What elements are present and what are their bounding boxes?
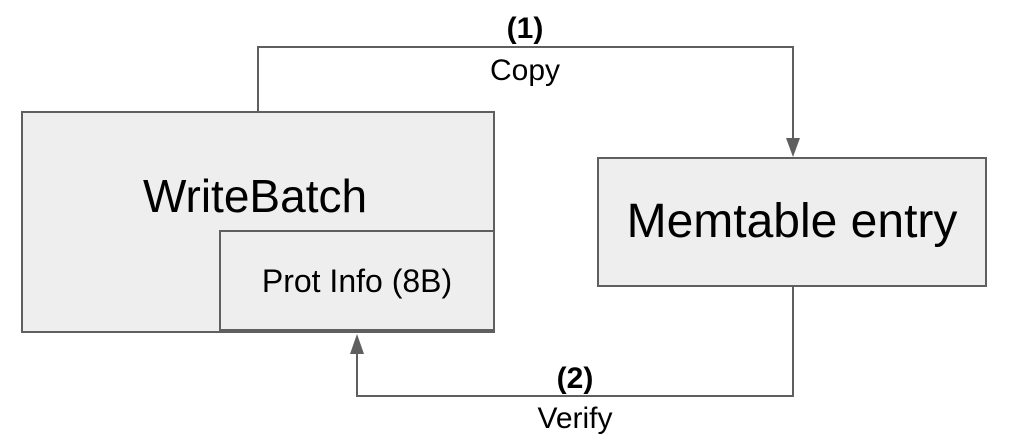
copy-step-number: (1) — [506, 12, 544, 45]
writebatch-label: WriteBatch — [142, 170, 368, 222]
verify-step-number: (2) — [556, 362, 594, 395]
copy-arrow-line — [257, 46, 794, 146]
prot-info-box: Prot Info (8B) — [219, 230, 495, 331]
memtable-entry-box: Memtable entry — [597, 157, 987, 287]
copy-arrowhead — [786, 138, 800, 157]
copy-step-label: Copy — [489, 54, 561, 87]
verify-step-label: Verify — [537, 402, 613, 435]
verify-arrowhead — [350, 334, 364, 354]
prot-info-label: Prot Info (8B) — [261, 262, 453, 299]
memtable-entry-label: Memtable entry — [626, 195, 958, 248]
verify-arrow-line — [356, 287, 794, 397]
